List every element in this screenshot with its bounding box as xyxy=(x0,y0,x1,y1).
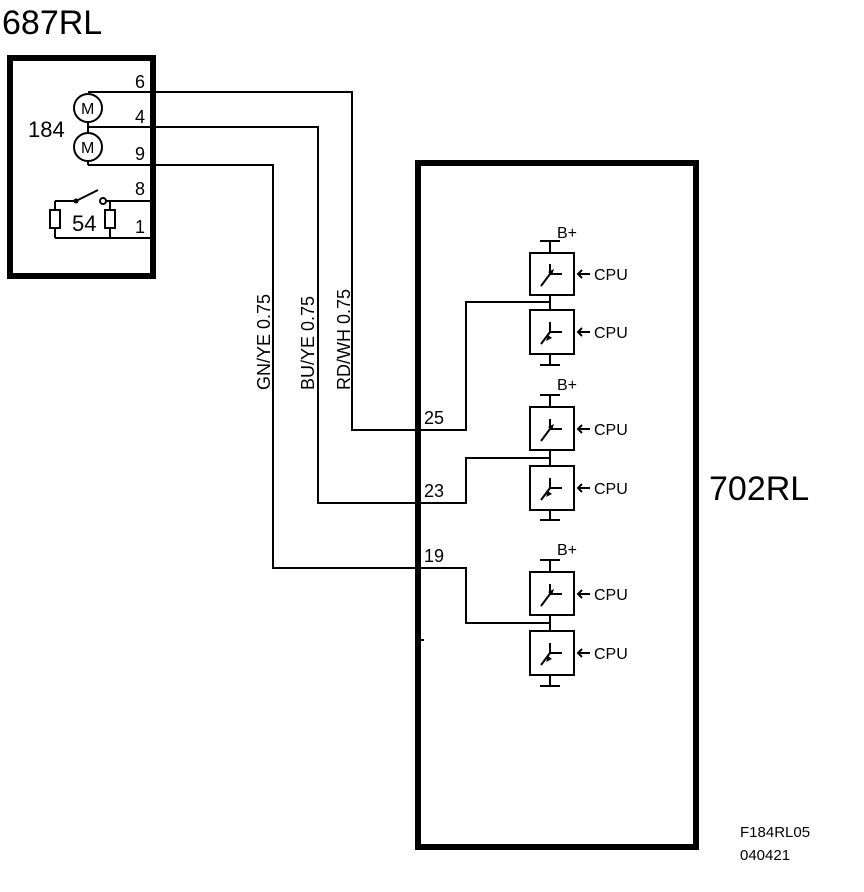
cpu-label-3a: CPU xyxy=(594,587,628,604)
cpu-label-2b: CPU xyxy=(594,481,628,498)
motor-id-label: 184 xyxy=(28,117,65,142)
pin19-link xyxy=(418,567,550,624)
half-bridge-2: B+ CPU CPU xyxy=(529,377,628,521)
right-component-box xyxy=(415,160,699,850)
supply-label-1: B+ xyxy=(557,225,577,242)
left-component-title: 687RL xyxy=(2,4,102,42)
switch-id-label: 54 xyxy=(72,211,96,236)
motor-symbol-1: M xyxy=(81,101,94,118)
right-pin-19: 19 xyxy=(424,546,444,566)
motor-icon: M M xyxy=(73,91,153,166)
left-pin-1: 1 xyxy=(135,217,145,237)
cpu-label-3b: CPU xyxy=(594,646,628,663)
left-pin-9: 9 xyxy=(135,144,145,164)
right-pin-23: 23 xyxy=(424,481,444,501)
wire-rd-wh xyxy=(153,91,418,431)
left-pin-8: 8 xyxy=(135,179,145,199)
supply-label-2: B+ xyxy=(557,377,577,394)
pin25-link xyxy=(418,301,550,431)
motor-symbol-2: M xyxy=(81,140,94,157)
cpu-label-2a: CPU xyxy=(594,422,628,439)
cpu-label-1b: CPU xyxy=(594,325,628,342)
right-pin-25: 25 xyxy=(424,408,444,428)
half-bridge-3: B+ CPU CPU xyxy=(529,542,628,687)
half-bridge-1: B+ CPU CPU xyxy=(529,225,628,366)
wire-bu-ye xyxy=(153,126,418,504)
limit-switch-icon: 54 xyxy=(49,189,153,239)
supply-label-3: B+ xyxy=(557,542,577,559)
wire-label-bu-ye: BU/YE 0.75 xyxy=(298,296,318,390)
pin23-link xyxy=(418,457,550,504)
cpu-label-1a: CPU xyxy=(594,267,628,284)
figure-date: 040421 xyxy=(740,847,790,864)
wire-label-gn-ye: GN/YE 0.75 xyxy=(254,294,274,390)
figure-code: F184RL05 xyxy=(740,824,810,841)
left-pin-4: 4 xyxy=(135,107,145,127)
wire-gn-ye xyxy=(153,164,418,569)
right-component-title: 702RL xyxy=(709,470,809,508)
left-component-box xyxy=(7,55,156,279)
wire-label-rd-wh: RD/WH 0.75 xyxy=(334,289,354,390)
left-pin-6: 6 xyxy=(135,72,145,92)
